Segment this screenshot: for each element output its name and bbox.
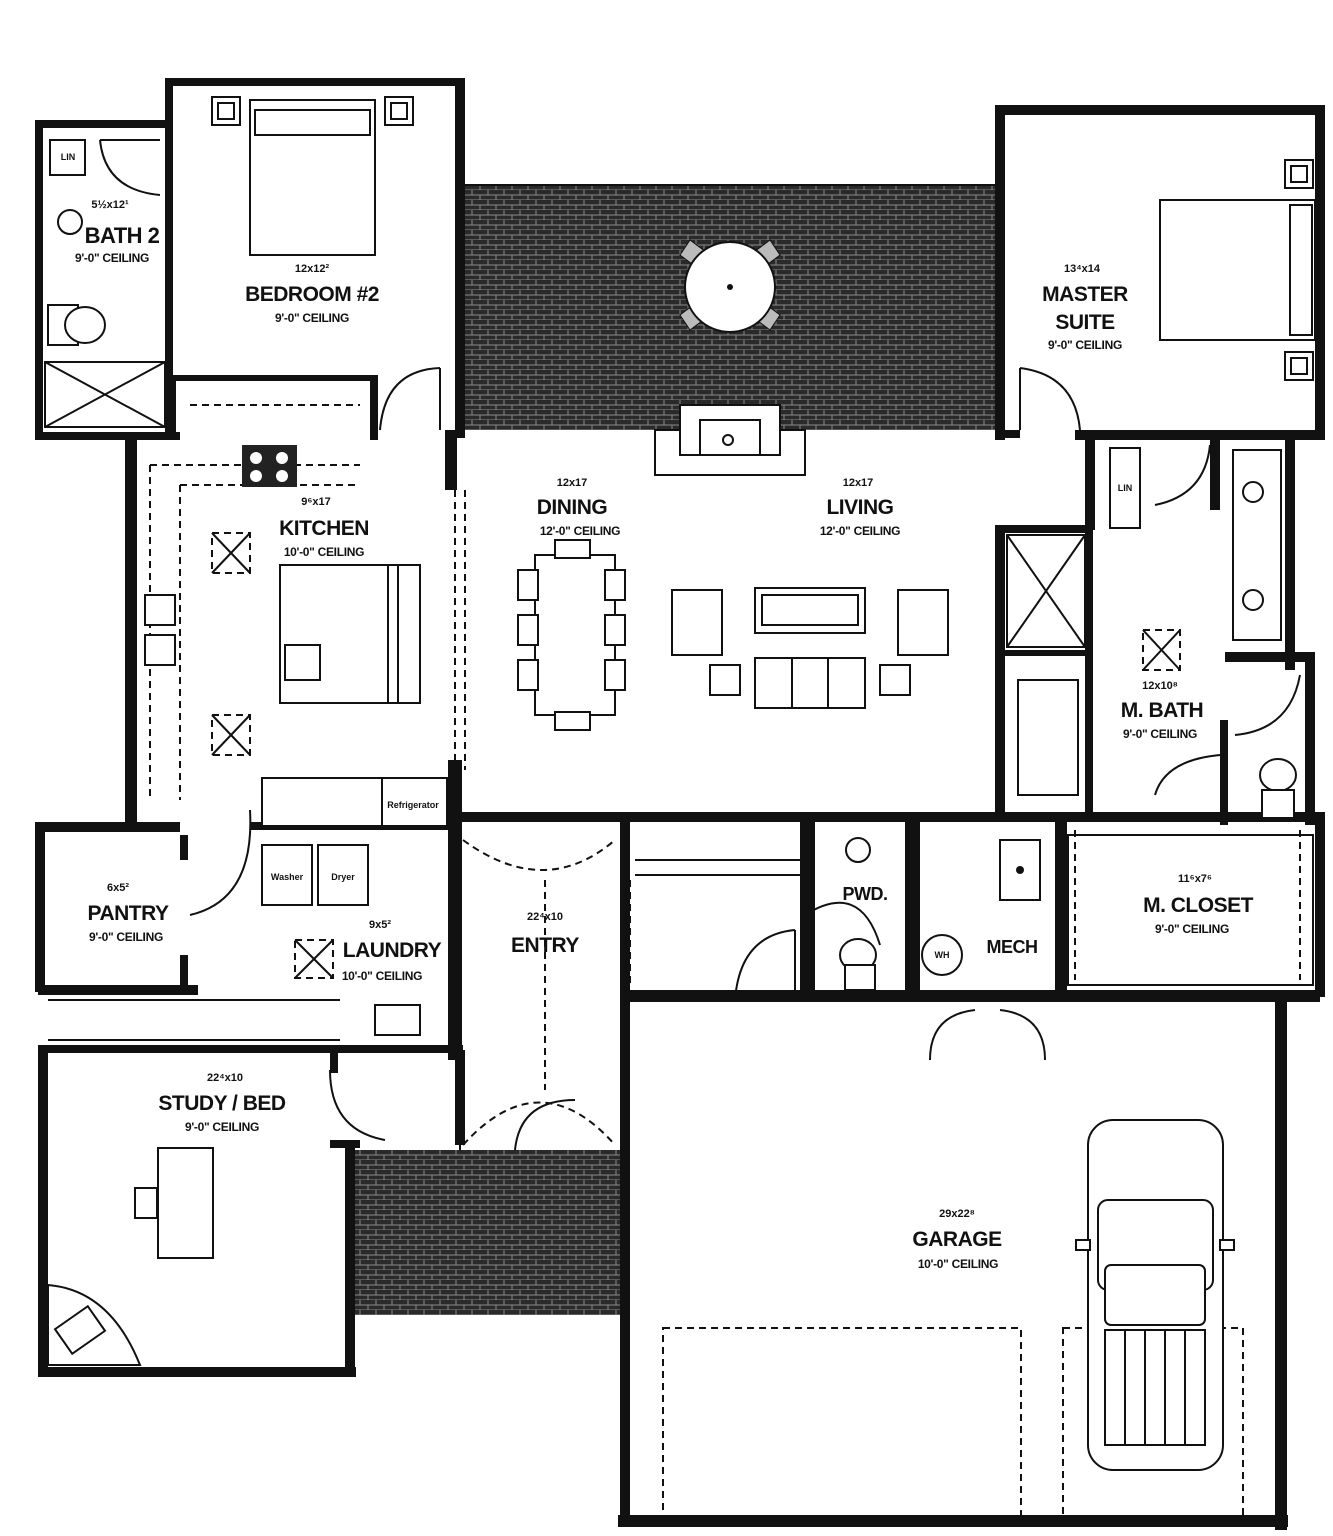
mcloset-name: M. CLOSET — [1143, 894, 1254, 917]
master-dim: 13⁴x14 — [1064, 263, 1101, 275]
master-name-line2: SUITE — [1055, 311, 1115, 334]
laundry-dim: 9x5² — [369, 919, 391, 931]
bedroom2-name: BEDROOM #2 — [245, 283, 379, 306]
pwd-mech-fixtures: WH — [839, 837, 1041, 991]
mbath-fixtures — [1006, 447, 1297, 819]
mcloset-dim: 11⁶x7⁶ — [1178, 873, 1212, 885]
bath2-dim: 5½x12¹ — [91, 199, 129, 211]
exterior-walls — [35, 78, 1325, 1530]
patio-table — [679, 239, 781, 333]
study-name: STUDY / BED — [158, 1092, 285, 1115]
study-furniture — [47, 1147, 214, 1366]
living-ceiling: 12'-0" CEILING — [820, 524, 900, 538]
bath2-ceiling: 9'-0" CEILING — [75, 251, 149, 265]
bath2-fixtures — [44, 139, 166, 428]
pantry-ceiling: 9'-0" CEILING — [89, 930, 163, 944]
washer-label: Washer — [271, 872, 304, 882]
pantry-name: PANTRY — [88, 902, 169, 925]
bedroom2-dim: 12x12² — [295, 263, 330, 275]
mcloset-ceiling: 9'-0" CEILING — [1155, 922, 1229, 936]
dining-name: DINING — [537, 496, 608, 519]
study-ceiling: 9'-0" CEILING — [185, 1120, 259, 1134]
kitchen-name: KITCHEN — [279, 517, 369, 540]
bath2-name: BATH 2 — [85, 223, 160, 248]
laundry-ceiling: 10'-0" CEILING — [342, 969, 422, 983]
master-ceiling: 9'-0" CEILING — [1048, 338, 1122, 352]
mbath-linen-label: LIN — [1118, 483, 1133, 493]
entry-name: ENTRY — [511, 934, 579, 957]
bedroom2-ceiling: 9'-0" CEILING — [275, 311, 349, 325]
bedroom2-furniture — [211, 96, 414, 256]
garage-name: GARAGE — [912, 1228, 1002, 1251]
mbath-name: M. BATH — [1121, 699, 1203, 722]
bath2-linen-label: LIN — [61, 152, 76, 162]
dining-dim: 12x17 — [557, 477, 588, 489]
mech-name: MECH — [987, 937, 1038, 957]
living-furniture — [671, 587, 949, 709]
refrigerator-label: Refrigerator — [387, 800, 439, 810]
garage-ceiling: 10'-0" CEILING — [918, 1257, 998, 1271]
garage-dim: 29x22⁸ — [939, 1208, 975, 1220]
dining-ceiling: 12'-0" CEILING — [540, 524, 620, 538]
kitchen-fixtures: Refrigerator — [144, 445, 448, 827]
pwd-name: PWD. — [843, 884, 888, 904]
mbath-ceiling: 9'-0" CEILING — [1123, 727, 1197, 741]
dining-table — [517, 539, 626, 731]
kitchen-ceiling: 10'-0" CEILING — [284, 545, 364, 559]
living-name: LIVING — [826, 496, 893, 519]
study-dim: 22⁴x10 — [207, 1072, 243, 1084]
interior-lines — [48, 184, 1314, 1041]
master-furniture — [1159, 159, 1316, 381]
porch-area — [345, 1150, 625, 1315]
laundry-fixtures: Washer Dryer — [261, 844, 421, 1036]
car — [1075, 1119, 1235, 1471]
kitchen-dim: 9⁶x17 — [301, 496, 331, 508]
water-heater-label: WH — [935, 950, 950, 960]
laundry-name: LAUNDRY — [343, 939, 442, 962]
fireplace — [654, 404, 806, 476]
mbath-dim: 12x10⁸ — [1142, 680, 1178, 692]
pantry-dim: 6x5² — [107, 882, 129, 894]
living-dim: 12x17 — [843, 477, 874, 489]
door-swings — [99, 139, 1301, 1151]
dryer-label: Dryer — [331, 872, 355, 882]
master-name-line1: MASTER — [1042, 283, 1128, 306]
entry-dim: 22⁴x10 — [527, 911, 563, 923]
